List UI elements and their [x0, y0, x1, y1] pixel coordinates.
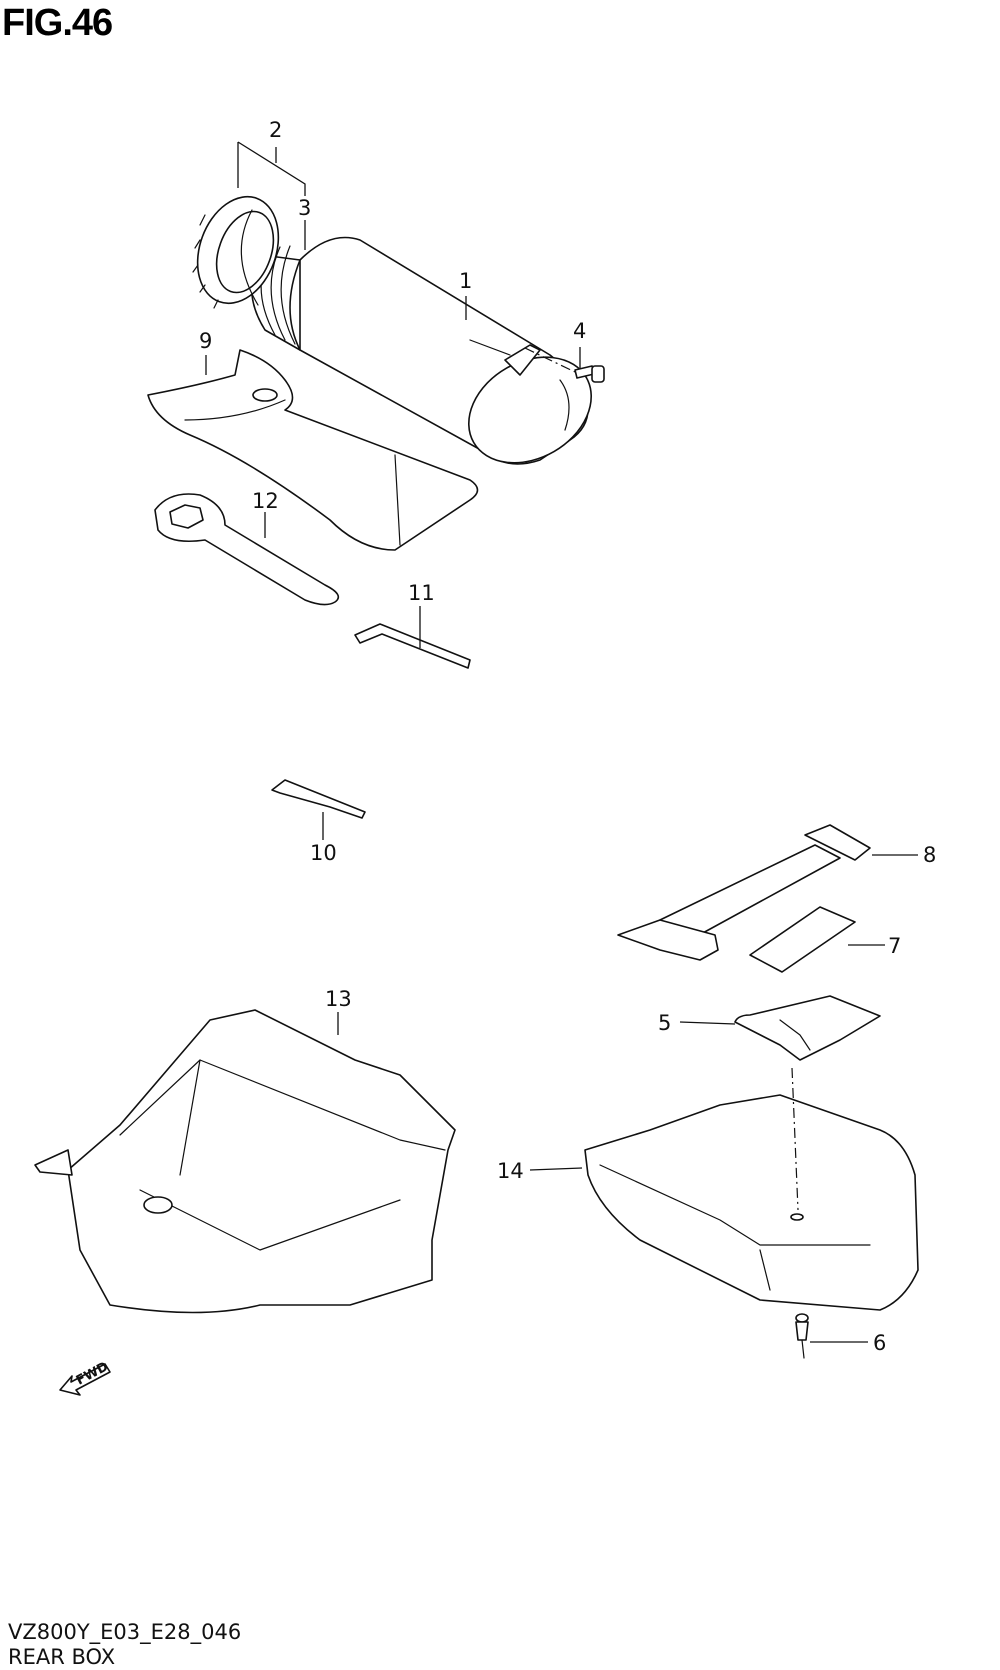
rear-box-part-13[interactable] [34, 1009, 456, 1314]
callout-8: 8 [923, 843, 936, 867]
callout-13: 13 [325, 987, 352, 1011]
callout-5: 5 [658, 1011, 671, 1035]
leader-lines [205, 141, 918, 1343]
callout-1: 1 [459, 269, 472, 293]
callout-3: 3 [298, 196, 311, 220]
callout-7: 7 [888, 934, 901, 958]
fwd-label: FWD [74, 1359, 111, 1388]
bolt-part-4[interactable] [524, 347, 605, 383]
hex-key-part-11[interactable] [354, 623, 471, 669]
callout-12: 12 [252, 489, 279, 513]
strap-part-8[interactable] [617, 824, 871, 961]
hex-key-part-10[interactable] [271, 779, 366, 819]
fwd-direction-arrow: FWD [59, 1359, 111, 1396]
callout-4: 4 [573, 319, 586, 343]
callout-9: 9 [199, 329, 212, 353]
callout-6: 6 [873, 1331, 886, 1355]
cap-ring-part-2[interactable] [183, 185, 292, 314]
callout-14: 14 [497, 1159, 524, 1183]
figure-title: FIG.46 [2, 2, 113, 44]
undertray-part-14[interactable] [584, 1067, 919, 1311]
diagram-code: VZ800Y_E03_E28_046 [8, 1620, 242, 1644]
tool-bag-part-9[interactable] [147, 349, 479, 551]
callout-11: 11 [408, 581, 435, 605]
rivet-part-6[interactable] [795, 1313, 809, 1359]
pad-part-7[interactable] [749, 906, 856, 973]
wrench-part-12[interactable] [154, 493, 340, 606]
bracket-part-5[interactable] [734, 995, 881, 1061]
callout-labels: 2 3 1 4 9 12 11 10 8 7 13 5 14 6 [199, 118, 936, 1355]
seal-ring-part-3[interactable] [240, 209, 259, 306]
callout-2: 2 [269, 118, 282, 142]
section-name: REAR BOX [8, 1645, 116, 1669]
callout-10: 10 [310, 841, 337, 865]
